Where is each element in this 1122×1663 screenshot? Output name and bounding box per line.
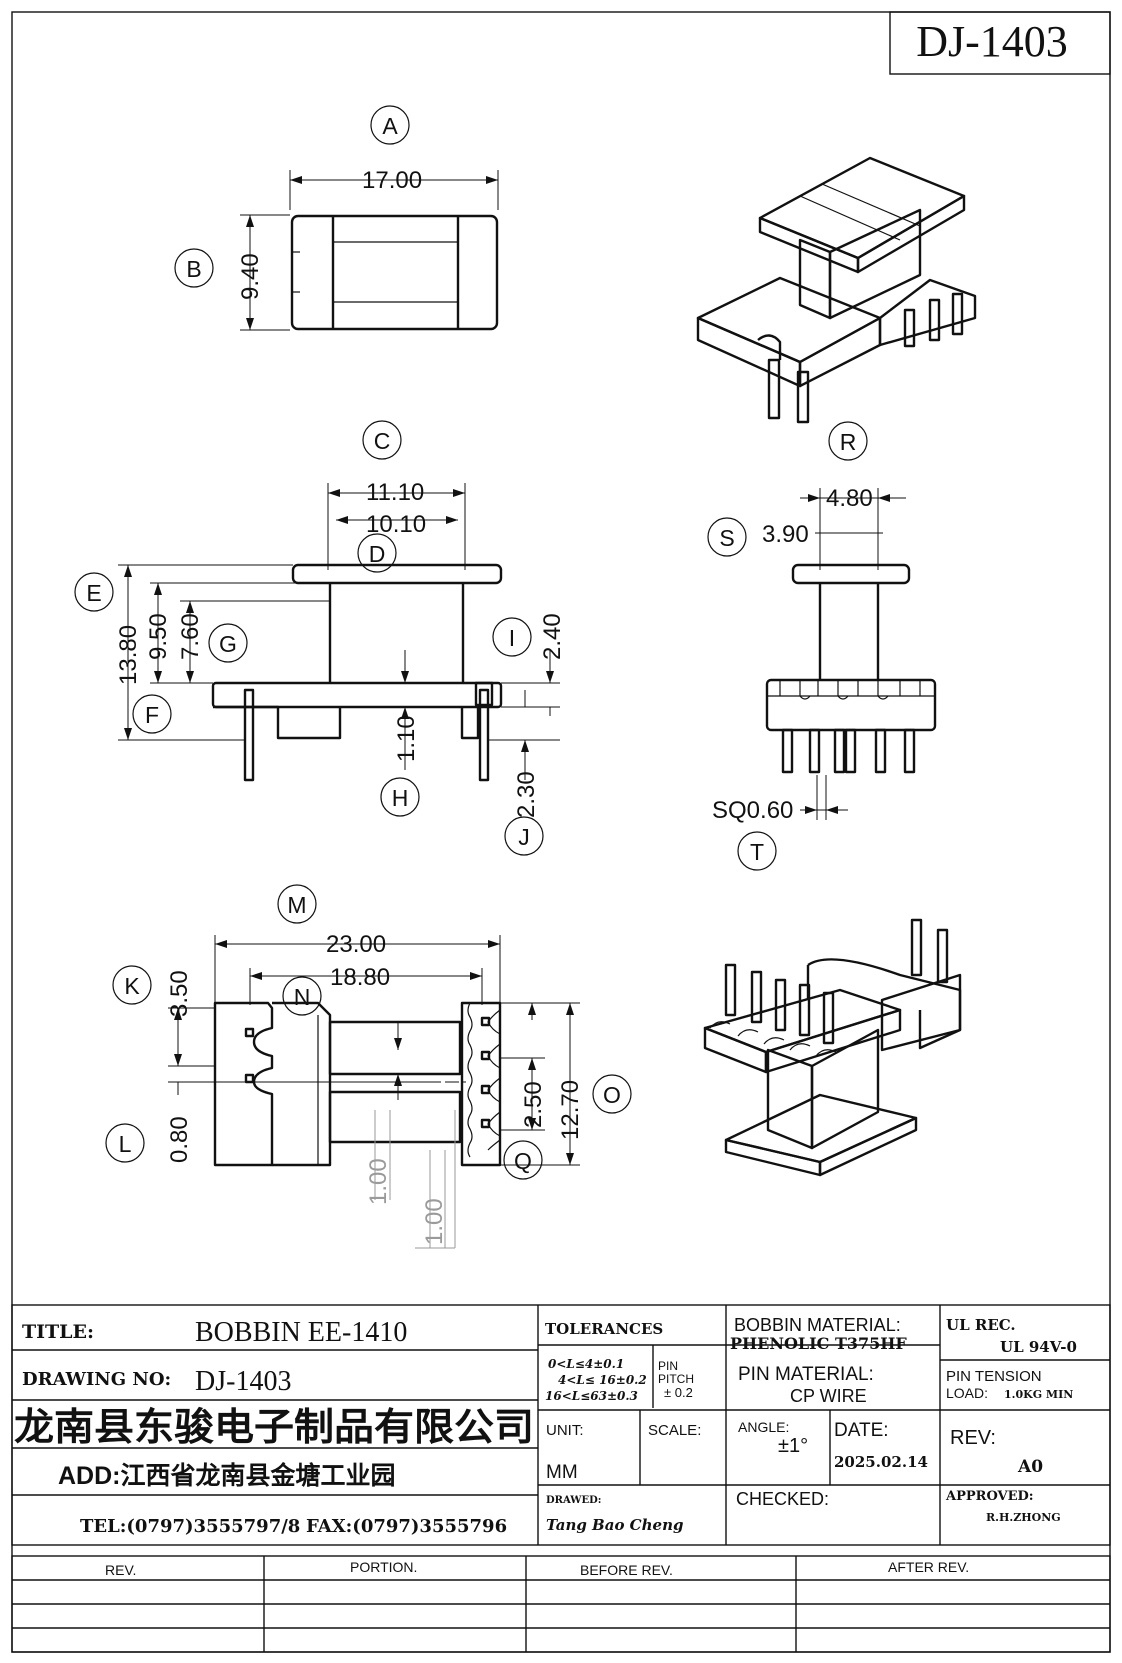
dim-23-00: 23.00 [326,931,386,958]
angle-value: ±1° [778,1435,808,1457]
rev-label: REV: [950,1427,996,1449]
drawing-no-value: DJ-1403 [195,1366,291,1397]
dim-2-30: 2.30 [513,771,540,818]
rev-table-header-rev: REV. [105,1562,136,1578]
label-F: F [145,702,159,728]
pin-pitch-label-2: PITCH [658,1372,694,1386]
label-A: A [382,113,398,139]
company-tel: TEL:(0797)3555797/8 [80,1516,300,1537]
isometric-view-1: R [696,156,977,461]
label-L: L [119,1131,132,1157]
title-label: TITLE: [22,1321,94,1343]
pin-tension-label: PIN TENSION [946,1368,1042,1385]
label-Q: Q [514,1148,532,1174]
dim-18-80: 18.80 [330,964,390,991]
label-C: C [374,428,391,454]
dim-9-50: 9.50 [145,613,172,660]
bottom-view: M 23.00 18.80 N K L 3.50 0.80 [105,884,632,1249]
dim-1-10: 1.10 [393,715,420,762]
tolerance-line-3: 16<L≤63±0.3 [545,1389,638,1403]
label-S: S [719,525,734,551]
dim-sq0-60: SQ0.60 [712,797,793,824]
dim-4-80: 4.80 [826,485,873,512]
pin-tension-value: 1.0KG MIN [1004,1388,1073,1401]
angle-label: ANGLE: [738,1419,789,1435]
dim-ref-1-00-a: 1.00 [365,1158,392,1205]
rev-value: A0 [1017,1457,1043,1477]
approved-label: APPROVED: [945,1489,1034,1504]
date-value: 2025.02.14 [834,1453,928,1471]
pin-material-value: CP WIRE [790,1386,867,1406]
top-view: A B 17.00 9.40 [174,105,499,331]
label-O: O [603,1082,621,1108]
label-H: H [392,785,409,811]
scale-label: SCALE: [648,1422,701,1439]
dim-3-90: 3.90 [762,521,809,548]
label-D: D [369,541,386,567]
revision-table: REV. PORTION. BEFORE REV. AFTER REV. [11,1555,1111,1653]
drawing-number-box [889,11,1111,75]
tolerance-line-1: 0<L≤4±0.1 [548,1357,624,1371]
front-view: C 11.10 10.10 D 13.80 9.50 [74,420,566,856]
rev-table-header-portion: PORTION. [350,1559,417,1575]
label-K: K [124,973,140,999]
label-R: R [840,429,857,455]
dim-11-10: 11.10 [366,479,424,506]
tolerances-label: TOLERANCES [545,1320,663,1338]
dim-7-60: 7.60 [177,613,204,660]
checked-label: CHECKED: [736,1489,829,1509]
dim-9-40: 9.40 [237,253,264,300]
isometric-view-2 [703,918,962,1177]
tolerance-line-2: 4<L≤ 16±0.2 [558,1373,647,1387]
drawn-label: DRAWED: [546,1495,601,1506]
label-J: J [518,824,530,850]
title-block: TITLE: BOBBIN EE-1410 DRAWING NO: DJ-140… [11,1304,1111,1546]
drawing-number-box-text: DJ-1403 [916,17,1068,66]
pin-tension-load-label: LOAD: [946,1385,988,1401]
unit-label: UNIT: [546,1422,584,1439]
ul-rec-value: UL 94V-0 [1000,1338,1077,1356]
dim-0-80: 0.80 [166,1116,193,1163]
company-fax: FAX:(0797)3555796 [306,1516,507,1537]
drawing-no-label: DRAWING NO: [22,1369,171,1390]
company-name: 龙南县东骏电子制品有限公司 [14,1407,534,1449]
company-address: ADD:江西省龙南县金塘工业园 [58,1461,396,1490]
rev-table-header-before: BEFORE REV. [580,1562,673,1578]
bobbin-material-label: BOBBIN MATERIAL: [734,1315,901,1335]
label-B: B [186,256,201,282]
dim-ref-1-00-b: 1.00 [421,1198,448,1245]
approved-value: R.H.ZHONG [986,1511,1061,1524]
pin-pitch-value: ± 0.2 [664,1385,693,1400]
bobbin-material-value: PHENOLIC T375HF [730,1334,907,1353]
drawing-frame [11,11,1111,1653]
unit-value: MM [546,1462,578,1483]
title-value: BOBBIN EE-1410 [195,1317,407,1348]
side-view: 4.80 3.90 S SQ0.60 T [707,485,937,871]
rev-table-header-after: AFTER REV. [888,1559,969,1575]
dim-2-50: 2.50 [520,1081,547,1128]
drawn-value: Tang Bao Cheng [546,1516,683,1534]
label-E: E [86,580,101,606]
label-T: T [750,839,764,865]
dim-2-40: 2.40 [539,613,566,660]
dim-17-00: 17.00 [362,167,422,194]
dim-3-50: 3.50 [166,970,193,1017]
ul-rec-label: UL REC. [946,1316,1016,1334]
pin-material-label: PIN MATERIAL: [738,1364,874,1385]
dim-13-80: 13.80 [115,625,142,685]
label-N: N [294,984,311,1010]
pin-pitch-label-1: PIN [658,1359,678,1373]
label-M: M [287,892,306,918]
date-label: DATE: [834,1420,889,1441]
label-I: I [509,625,515,651]
dim-12-70: 12.70 [557,1080,584,1140]
label-G: G [219,631,237,657]
